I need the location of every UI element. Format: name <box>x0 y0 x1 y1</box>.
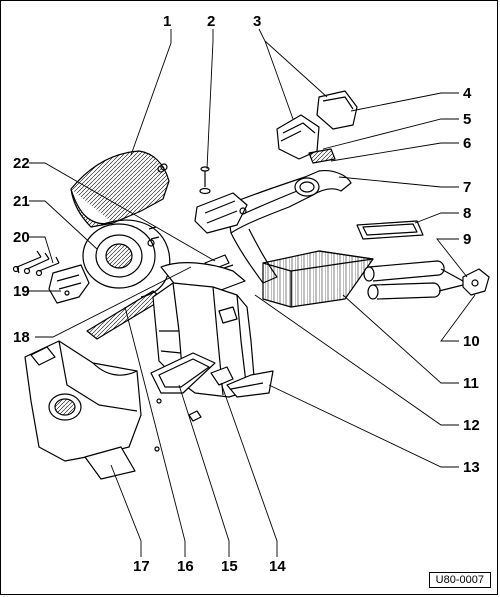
blower-motor <box>82 219 171 298</box>
callout-3: 3 <box>253 13 261 30</box>
leader-lines <box>29 28 476 557</box>
callout-20: 20 <box>13 229 30 246</box>
flap-lever <box>188 366 234 422</box>
callout-6: 6 <box>463 135 471 152</box>
callout-numbers: 1 2 3 4 5 6 7 8 9 10 11 12 13 14 15 16 1… <box>13 13 480 575</box>
air-duct-right <box>316 90 358 130</box>
air-channel <box>226 170 352 284</box>
callout-11: 11 <box>463 375 479 392</box>
callout-18: 18 <box>13 329 30 346</box>
heat-exchanger <box>262 250 374 308</box>
document-id: U80-0007 <box>428 572 491 588</box>
screw-cover <box>157 165 165 173</box>
callout-7: 7 <box>463 179 471 196</box>
callout-13: 13 <box>463 459 480 476</box>
callout-16: 16 <box>177 558 194 575</box>
callout-4: 4 <box>463 85 472 102</box>
callout-2: 2 <box>207 13 215 30</box>
series-resistor <box>48 264 90 304</box>
flap-bracket <box>194 192 248 234</box>
air-duct-left <box>276 114 320 160</box>
callout-15: 15 <box>221 558 238 575</box>
callout-14: 14 <box>269 558 286 575</box>
callout-9: 9 <box>463 231 471 248</box>
callout-22: 22 <box>13 155 30 172</box>
callout-8: 8 <box>463 205 471 222</box>
callout-1: 1 <box>163 13 171 30</box>
gasket-frame <box>356 220 424 240</box>
coolant-pipes <box>363 260 464 300</box>
shut-off-valve <box>462 268 490 296</box>
callout-10: 10 <box>463 333 480 350</box>
seal-ring <box>308 148 336 164</box>
callout-21: 21 <box>13 193 30 210</box>
air-filter-frame <box>150 352 216 394</box>
callout-12: 12 <box>463 417 480 434</box>
distribution-housing <box>24 340 162 480</box>
lower-cover <box>226 370 274 398</box>
blower-cover <box>70 150 170 228</box>
callout-19: 19 <box>13 283 30 300</box>
callout-17: 17 <box>133 558 150 575</box>
callout-5: 5 <box>463 111 471 128</box>
screw-upper <box>199 166 211 195</box>
air-guide-strip <box>86 290 164 340</box>
screws-left <box>12 250 60 277</box>
